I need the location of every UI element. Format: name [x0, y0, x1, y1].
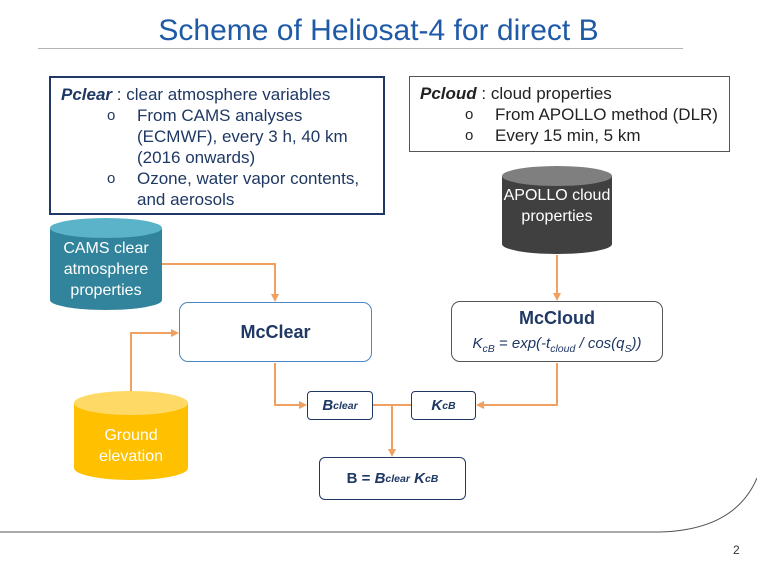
arrow-ground-to-mcclear [130, 329, 179, 391]
slide-title: Scheme of Heliosat-4 for direct B [158, 14, 599, 47]
formula-t-sub: cloud [550, 343, 576, 355]
decorative-curve [0, 477, 757, 533]
pcloud-item-text: Every 15 min, 5 km [495, 126, 641, 145]
formula-eq: = exp(-t [494, 335, 551, 352]
pclear-label: Pclear [61, 85, 113, 104]
formula-k: K [472, 335, 483, 352]
final-lhs: B = [346, 470, 375, 487]
formula-k-sub: cB [482, 343, 495, 355]
formula-mid: / cos(q [575, 335, 625, 352]
pclear-item: o From CAMS analyses (ECMWF), every 3 h, … [61, 105, 373, 168]
pclear-item: o Ozone, water vapor contents, and aeroso… [61, 168, 373, 210]
formula-end: )) [631, 335, 642, 352]
cams-label: CAMS clear atmosphere properties [63, 240, 149, 299]
pcloud-box: Pcloud : cloud properties o From APOLLO m… [409, 76, 730, 152]
pcloud-label: Pcloud [420, 84, 477, 103]
pclear-desc: : clear atmosphere variables [112, 85, 331, 104]
pclear-heading: Pclear : clear atmosphere variables [61, 84, 373, 105]
final-b-sub: clear [385, 472, 410, 485]
mccloud-box: McCloud KcB = exp(-tcloud / cos(qS)) [451, 301, 663, 362]
formula-q-sub: S [624, 343, 632, 355]
ground-cylinder-icon [74, 391, 188, 480]
pclear-box: Pclear : clear atmosphere variables o Fro… [49, 76, 385, 215]
mcclear-box: McClear [179, 302, 372, 362]
pcloud-item-text: From APOLLO method (DLR) [495, 105, 718, 124]
arrow-cams-to-mcclear [162, 263, 279, 302]
kcb-sub: cB [442, 399, 456, 412]
title-divider [38, 48, 683, 49]
mccloud-formula: KcB = exp(-tcloud / cos(qS)) [452, 335, 662, 355]
apollo-cylinder-icon [502, 166, 612, 254]
bullet-icon: o [465, 127, 474, 144]
final-k-sub: cB [424, 472, 439, 485]
bullet-icon: o [107, 170, 116, 187]
pclear-item-text: From CAMS analyses (ECMWF), every 3 h, 4… [137, 106, 348, 167]
pcloud-heading: Pcloud : cloud properties [420, 83, 719, 104]
mccloud-title: McCloud [519, 308, 595, 328]
pclear-list: o From CAMS analyses (ECMWF), every 3 h, … [61, 105, 373, 210]
pcloud-item: o Every 15 min, 5 km [420, 125, 719, 146]
pcloud-item: o From APOLLO method (DLR) [420, 104, 719, 125]
page-number: 2 [733, 543, 740, 557]
arrow-mccloud-to-kcb [476, 363, 558, 409]
bclear-sub: clear [333, 399, 358, 412]
bullet-icon: o [107, 107, 116, 124]
apollo-label: APOLLO cloud properties [503, 187, 611, 225]
pclear-item-text: Ozone, water vapor contents, and aerosol… [137, 169, 360, 209]
cams-cylinder-icon [50, 218, 162, 310]
kcb-base: K [431, 397, 443, 414]
final-k: K [409, 470, 425, 487]
arrow-mcclear-to-bclear [274, 363, 307, 409]
pcloud-desc: : cloud properties [476, 84, 612, 103]
bullet-icon: o [465, 106, 474, 123]
ground-label: Ground elevation [98, 427, 164, 465]
final-b: B [374, 470, 386, 487]
bclear-base: B [322, 397, 334, 414]
